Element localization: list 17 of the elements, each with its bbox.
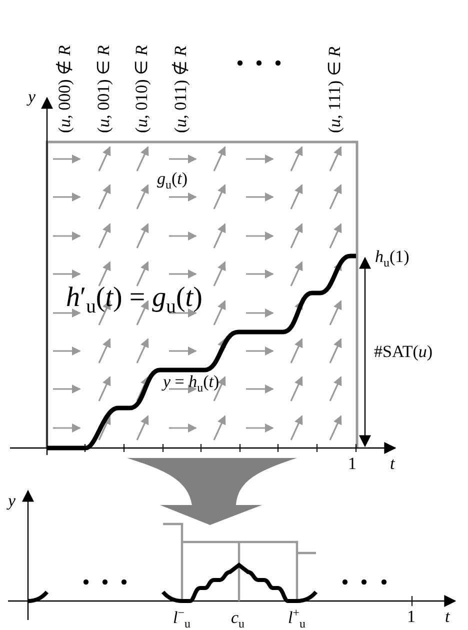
condition-label: (u, 111) ∈ R xyxy=(326,46,343,133)
tick-label: c$_{u}$ xyxy=(231,609,244,626)
axis-label: t xyxy=(390,455,395,472)
tick-label: 1 xyxy=(348,455,356,472)
tick-label: 1 xyxy=(407,608,416,625)
condition-label: (u, 001) ∈ R xyxy=(95,45,112,133)
condition-label: (u, 000) ∉ R xyxy=(56,45,73,133)
condition-label: (u, 010) ∈ R xyxy=(133,45,150,133)
function-label: h$_{u}$(1) xyxy=(375,248,410,265)
condition-label: (u, 011) ∉ R xyxy=(172,46,189,133)
axis-label: y xyxy=(28,88,36,105)
dimension-label: #SAT(u) xyxy=(374,343,433,360)
curve-label: y = h$_{u}$(t) xyxy=(163,373,220,390)
axis-label: t xyxy=(445,608,450,625)
axis-label: y xyxy=(8,492,16,509)
function-label: g$_{u}$(t) xyxy=(157,170,188,187)
equation-label: h′$_{u}$(t) = g$_{u}$(t) xyxy=(66,284,202,312)
